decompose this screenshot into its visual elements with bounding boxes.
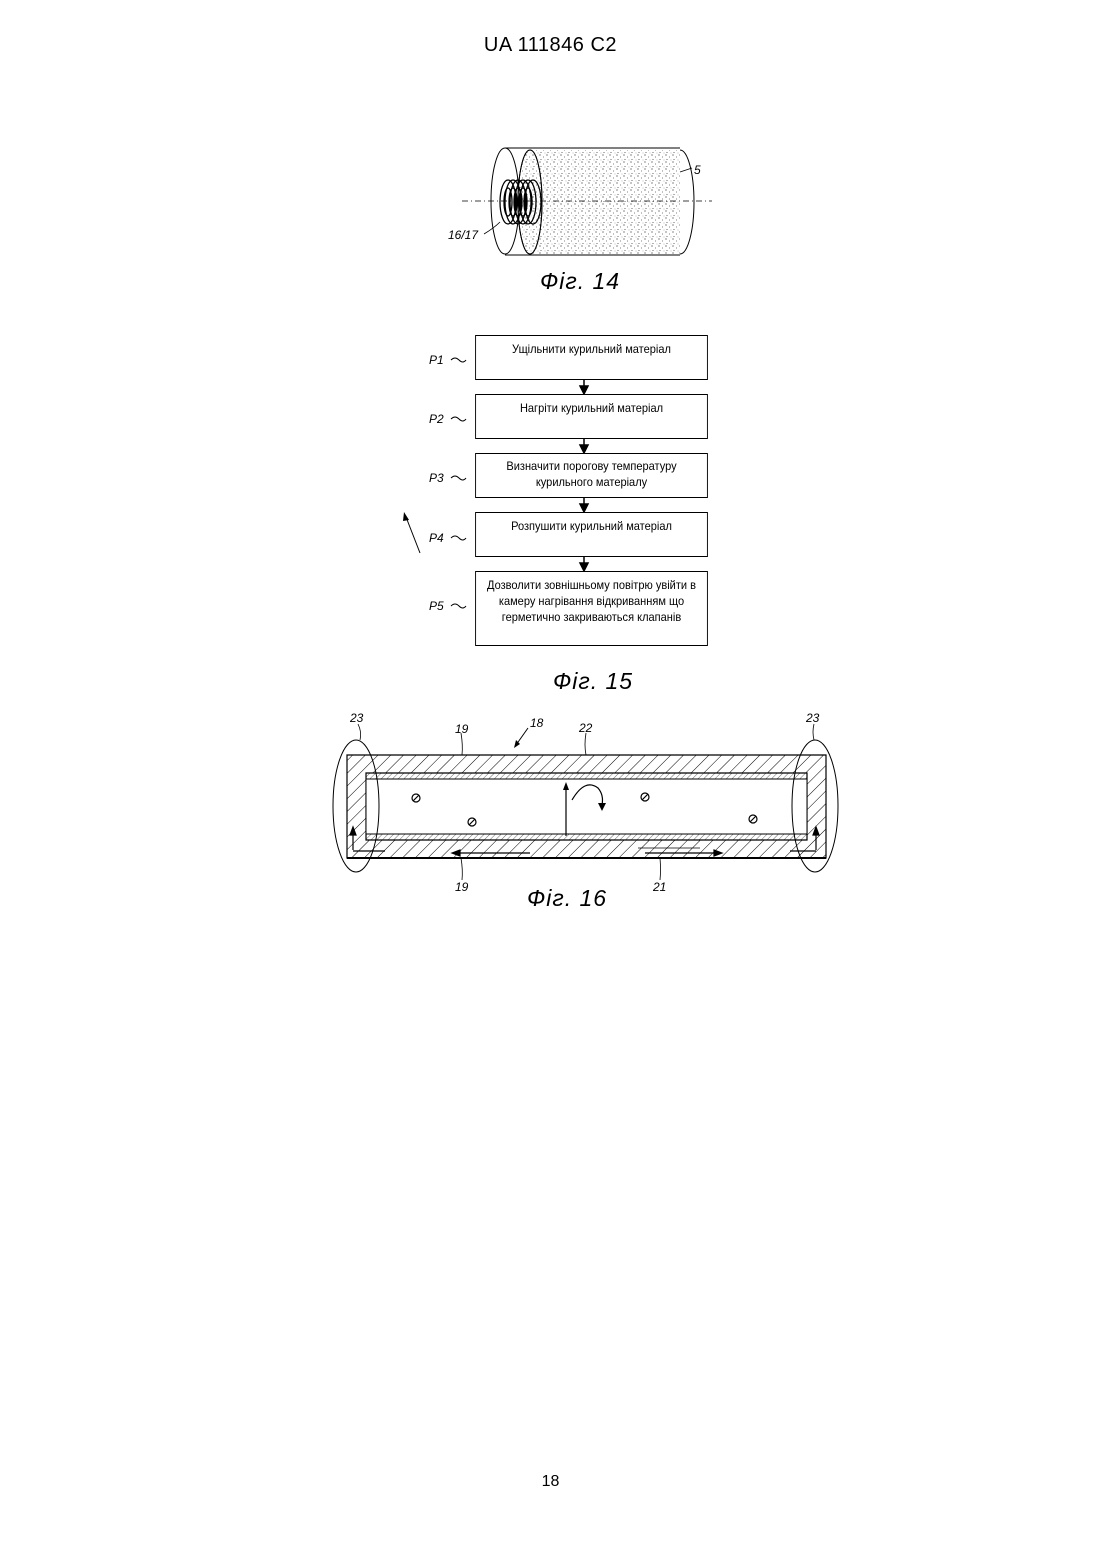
fig16-label-22: 22 <box>579 721 592 735</box>
fig16-caption: Фіг. 16 <box>527 885 607 912</box>
fig16-label-23-left: 23 <box>350 711 363 725</box>
page-number: 18 <box>0 1473 1101 1491</box>
fig16-label-19-top: 19 <box>455 722 468 736</box>
fig16-label-19-bottom: 19 <box>455 880 468 894</box>
fig16-drawing <box>0 0 1101 950</box>
fig16-label-23-right: 23 <box>806 711 819 725</box>
fig16-label-18: 18 <box>530 716 543 730</box>
fig16-label-21: 21 <box>653 880 666 894</box>
